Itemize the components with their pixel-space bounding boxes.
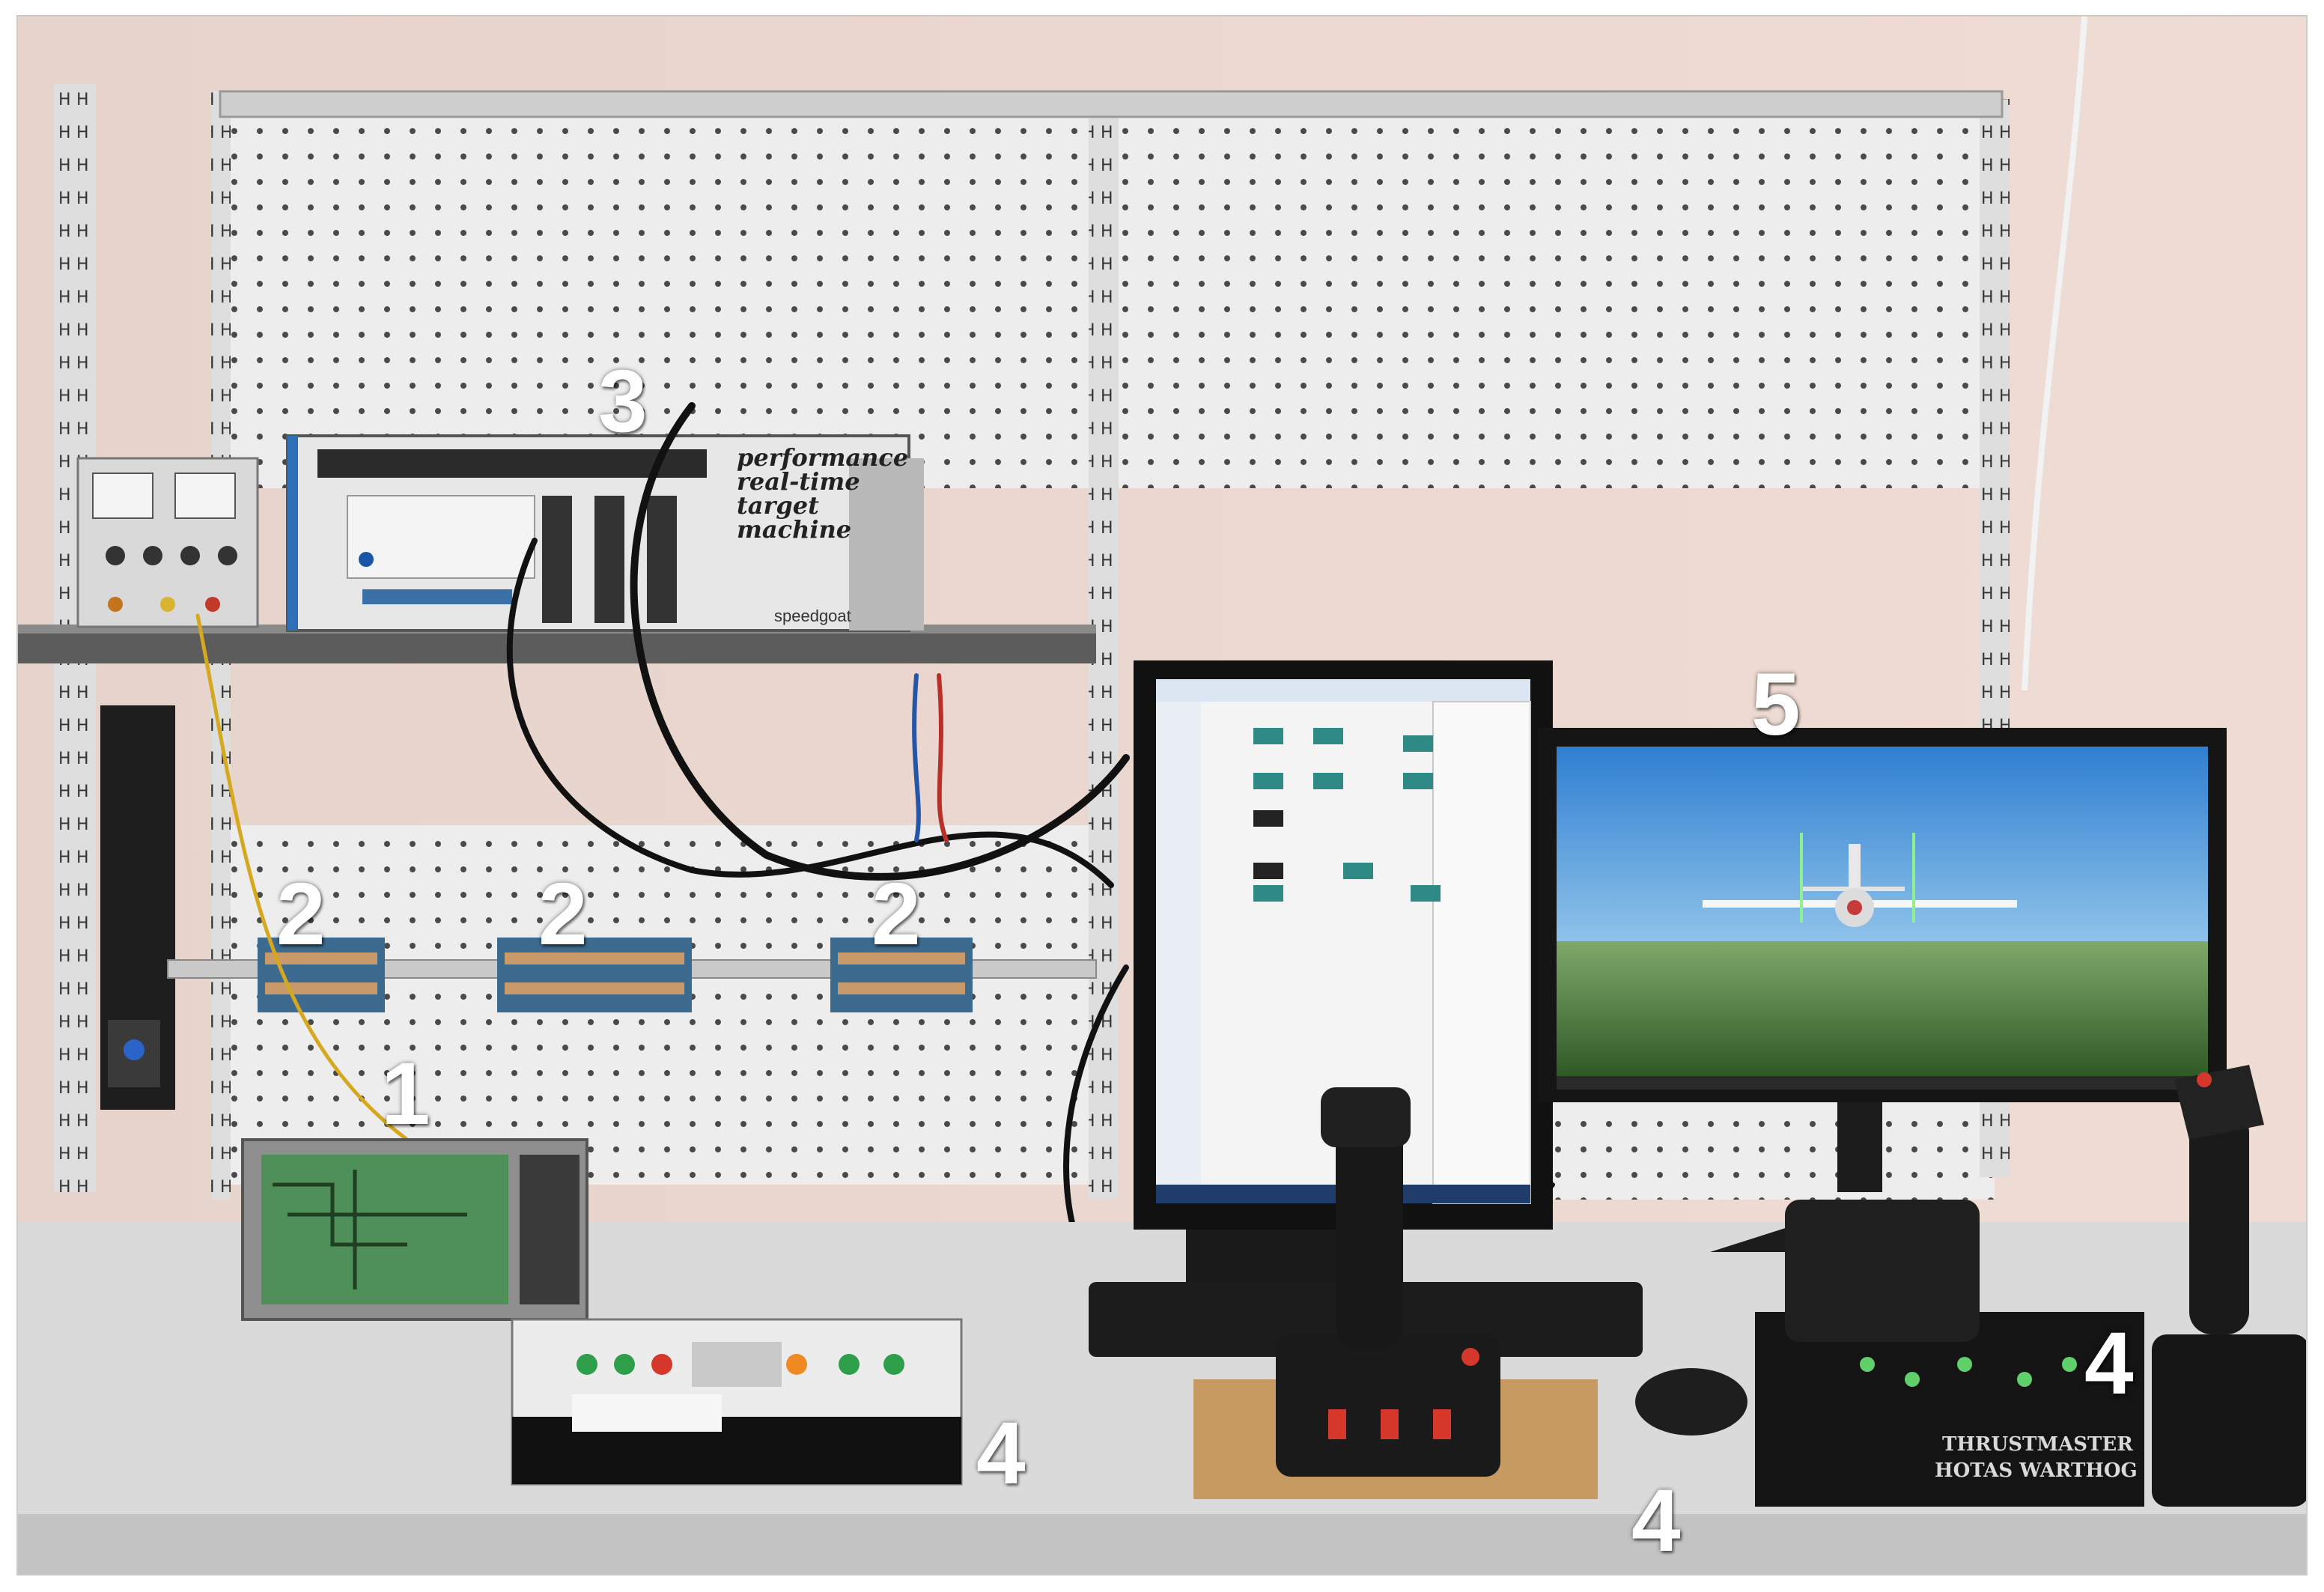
label-terminal-block-3: 2 <box>872 865 921 964</box>
plant-circuit-board <box>241 1138 588 1321</box>
power-switch-led <box>124 1039 145 1060</box>
label-control-panel: 4 <box>976 1404 1026 1503</box>
wall-cable <box>2022 16 2087 691</box>
hotas-throttle: THRUSTMASTER HOTAS WARTHOG <box>1755 1200 2144 1507</box>
shelf <box>18 631 1096 663</box>
pegboard-top-right <box>1119 114 1980 488</box>
label-simulator-monitor: 5 <box>1751 655 1801 754</box>
terminal-block-3 <box>830 938 973 1012</box>
power-supply <box>76 457 259 628</box>
throttle-model: HOTAS WARTHOG <box>1935 1459 2138 1482</box>
label-keyboard-mouse: 4 <box>1631 1471 1681 1570</box>
target-machine-line3: target <box>737 491 819 520</box>
manual-control-panel <box>511 1318 963 1486</box>
label-throttle: 4 <box>2084 1314 2134 1413</box>
label-target-machine: 3 <box>598 352 648 451</box>
mouse <box>1635 1368 1747 1435</box>
terminal-block-2 <box>497 938 692 1012</box>
lab-setup-photo: H <box>18 16 2306 1574</box>
pegboard-top-left <box>228 114 1089 488</box>
label-terminal-block-1: 2 <box>276 865 326 964</box>
target-machine-brand: speedgoat <box>774 607 851 625</box>
monitor-vertical <box>1134 660 1553 1282</box>
real-time-target-machine: performance real-time target machine spe… <box>286 434 924 632</box>
label-terminal-block-2: 2 <box>538 865 588 964</box>
frame-top-rail <box>219 90 2004 118</box>
flight-simulator-monitor <box>1538 728 2227 1252</box>
joystick <box>1193 1087 1598 1499</box>
desk-front-edge <box>18 1514 2306 1574</box>
target-machine-line2: real-time <box>737 467 860 496</box>
terminal-block-1 <box>258 938 385 1012</box>
throttle-brand: THRUSTMASTER <box>1942 1433 2133 1456</box>
target-machine-line1: performance <box>737 443 908 472</box>
target-machine-line4: machine <box>737 515 851 544</box>
label-plant-board: 1 <box>381 1045 431 1143</box>
flight-stick <box>2152 1065 2306 1507</box>
photo-frame: H <box>16 15 2308 1576</box>
